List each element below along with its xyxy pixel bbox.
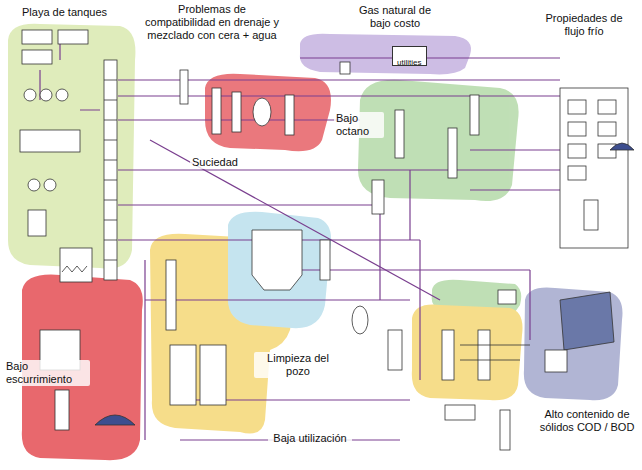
equipment xyxy=(253,98,271,126)
equipment xyxy=(212,88,221,134)
equipment xyxy=(20,130,80,152)
process-line xyxy=(300,57,560,58)
equipment xyxy=(285,95,294,135)
equipment xyxy=(60,248,92,282)
process-line xyxy=(300,269,530,270)
callout-label: Baja utilización xyxy=(268,432,352,445)
process-line xyxy=(529,270,530,340)
process-line xyxy=(40,40,560,440)
equipment xyxy=(388,330,402,370)
equipment xyxy=(442,330,454,380)
callout-label: Gas natural de bajo costo xyxy=(352,4,438,30)
equipment xyxy=(598,100,616,114)
equipment xyxy=(545,350,567,372)
equipment xyxy=(372,180,384,214)
equipment xyxy=(500,410,510,450)
equipment xyxy=(22,50,52,64)
equipment xyxy=(568,144,586,158)
callout-label: Limpieza del pozo xyxy=(254,352,342,378)
callout-label: Bajo octano xyxy=(334,112,384,138)
callout-label: Playa de tanques xyxy=(20,6,109,19)
process-line xyxy=(150,140,440,300)
equipment xyxy=(598,122,616,136)
equipment xyxy=(28,210,46,236)
callout-label: Suciedad xyxy=(190,156,240,169)
equipment xyxy=(180,70,188,104)
equipment xyxy=(610,143,634,150)
process-line xyxy=(470,189,560,190)
equipment xyxy=(104,80,117,260)
equipment xyxy=(252,230,302,290)
equipment xyxy=(20,30,634,450)
equipment xyxy=(498,290,516,304)
equipment xyxy=(232,92,241,132)
equipment xyxy=(166,260,176,330)
process-line xyxy=(145,299,410,300)
equipment xyxy=(470,95,479,135)
equipment xyxy=(44,179,56,191)
equipment xyxy=(95,415,135,425)
callout-label: Bajo escurrimiento xyxy=(4,360,90,386)
equipment xyxy=(568,166,586,180)
highlight-blob xyxy=(524,288,623,401)
equipment xyxy=(560,292,614,350)
equipment xyxy=(395,110,404,158)
equipment xyxy=(460,345,530,360)
equipment xyxy=(62,266,87,272)
equipment xyxy=(568,100,586,114)
callout-label: Alto contenido de sólidos COD / BOD xyxy=(536,408,638,434)
process-line xyxy=(470,149,560,150)
equipment xyxy=(28,179,40,191)
equipment xyxy=(22,30,52,44)
equipment xyxy=(352,306,368,334)
process-line xyxy=(118,169,560,170)
process-line xyxy=(118,204,380,205)
equipment xyxy=(104,60,117,280)
process-line xyxy=(144,260,145,440)
equipment xyxy=(598,144,616,158)
equipment xyxy=(568,122,586,136)
equipment xyxy=(320,240,330,280)
equipment xyxy=(340,62,350,74)
equipment xyxy=(200,345,226,405)
highlight-blob xyxy=(205,74,331,151)
highlight-blob xyxy=(300,34,471,75)
callout-label: Propiedades de flujo frío xyxy=(536,12,632,38)
callout-label: Problemas de compatibilidad en drenaje y… xyxy=(140,3,284,42)
equipment xyxy=(448,128,457,178)
equipment xyxy=(584,200,598,230)
equipment xyxy=(170,345,196,405)
equipment xyxy=(24,89,36,101)
process-line xyxy=(379,205,380,300)
node-text: utilities xyxy=(397,58,421,68)
equipment xyxy=(56,89,68,101)
equipment xyxy=(40,89,52,101)
equipment xyxy=(478,330,490,380)
equipment xyxy=(445,405,475,420)
process-line xyxy=(419,240,420,380)
equipment xyxy=(58,30,88,44)
process-line xyxy=(409,170,410,240)
utility-box: utilities xyxy=(392,46,427,66)
highlight-blob xyxy=(412,305,523,401)
equipment xyxy=(560,88,628,248)
highlight-blob xyxy=(8,24,623,460)
equipment xyxy=(55,390,69,430)
